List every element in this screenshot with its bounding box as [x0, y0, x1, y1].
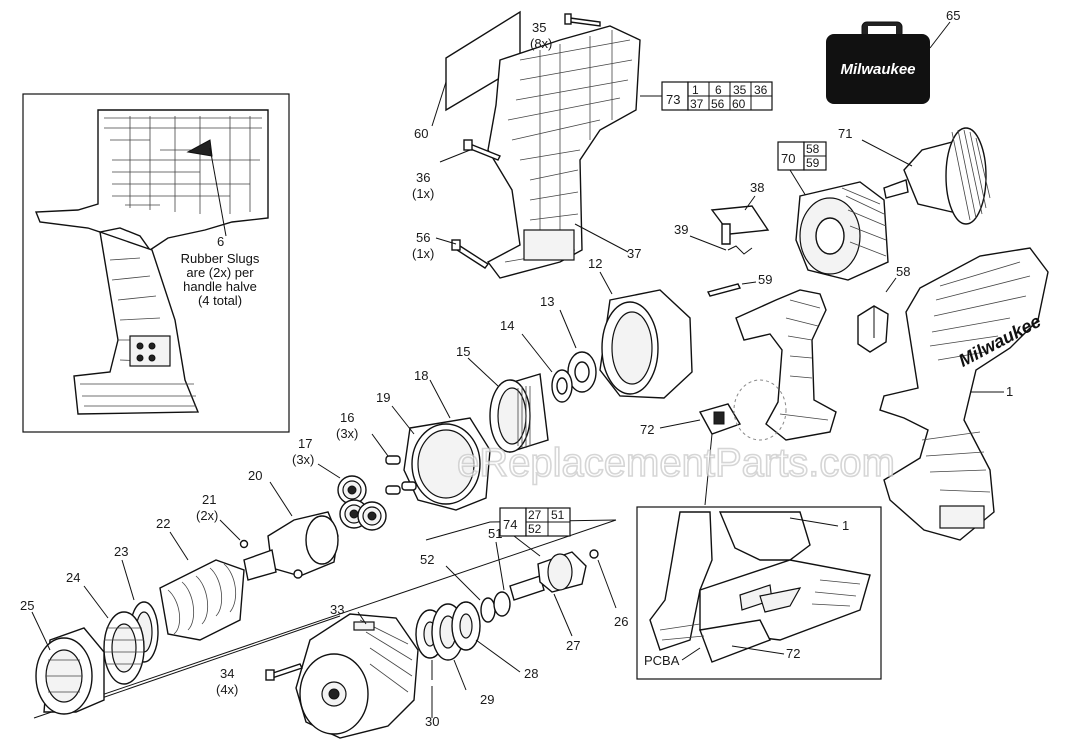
carry-case: Milwaukee 65 [826, 8, 960, 104]
rubber-slugs-note: Rubber Slugs are (2x) per handle halve (… [160, 252, 280, 308]
inset-pcba: 1 72 PCBA [636, 506, 882, 680]
note-line-3: handle halve [183, 279, 257, 294]
callout-29: 29 [480, 692, 494, 707]
callout-12: 12 [588, 256, 602, 271]
kit-73-cell-1: 1 [692, 83, 699, 97]
kit-73-cell-6: 56 [711, 97, 725, 111]
kit-box-73: 73 1 6 35 36 37 56 60 [640, 81, 773, 111]
callout-19: 19 [376, 390, 390, 405]
kit-73-cell-4: 36 [754, 83, 768, 97]
callout-15: 15 [456, 344, 470, 359]
pcba-label: PCBA [644, 653, 680, 668]
inset-callout-6: 6 [217, 234, 224, 249]
callout-17: 17 [298, 436, 312, 451]
callout-27: 27 [566, 638, 580, 653]
anvil-parts: 30 29 28 52 51 27 74 27 51 52 [415, 507, 628, 729]
housing-half: 60 37 35 (8x) 36 (1x) 56 (1x) [412, 10, 641, 279]
hammer-parts: 22 23 24 25 [20, 516, 617, 719]
callout-21: 21 [202, 492, 216, 507]
kit-73-cell-3: 35 [733, 83, 747, 97]
inset-callout-1: 1 [842, 518, 849, 533]
gearcase-parts: 12 13 14 15 18 19 [376, 256, 693, 511]
callout-52: 52 [420, 552, 434, 567]
inset-rubber-slugs: 6 [22, 93, 290, 433]
callout-36: 36 [416, 170, 430, 185]
callout-20: 20 [248, 468, 262, 483]
callout-1: 1 [1006, 384, 1013, 399]
motor-assembly: 70 58 59 71 38 39 59 [640, 126, 991, 506]
callout-24: 24 [66, 570, 80, 585]
callout-16: 16 [340, 410, 354, 425]
note-line-1: Rubber Slugs [180, 251, 260, 266]
callout-58: 58 [896, 264, 910, 279]
callout-18: 18 [414, 368, 428, 383]
callout-13: 13 [540, 294, 554, 309]
callout-37: 37 [627, 246, 641, 261]
callout-59: 59 [758, 272, 772, 287]
callout-71: 71 [838, 126, 852, 141]
kit-73-cell-5: 37 [690, 97, 704, 111]
kit-73-cell-7: 60 [732, 97, 746, 111]
note-line-4: (4 total) [197, 293, 243, 308]
callout-72: 72 [640, 422, 654, 437]
case-logo: Milwaukee [840, 61, 915, 78]
kit-70-cell-2: 59 [806, 156, 820, 170]
callout-39: 39 [674, 222, 688, 237]
note-line-2: are (2x) per [186, 265, 254, 280]
kit-74-cell-1: 27 [528, 508, 542, 522]
callout-28: 28 [524, 666, 538, 681]
callout-17-qty: (3x) [292, 452, 314, 467]
callout-16-qty: (3x) [336, 426, 358, 441]
callout-30: 30 [425, 714, 439, 729]
callout-51: 51 [488, 526, 502, 541]
callout-33: 33 [330, 602, 344, 617]
callout-38: 38 [750, 180, 764, 195]
kit-70-id: 70 [781, 151, 795, 166]
front-housing: 33 34 (4x) [216, 602, 419, 739]
callout-65: 65 [946, 8, 960, 23]
housing-half-right: Milwaukee 1 [879, 247, 1049, 541]
planetary-parts: 16 (3x) 17 (3x) 20 21 (2x) [196, 410, 417, 581]
callout-35-qty: (8x) [530, 36, 552, 51]
callout-60: 60 [414, 126, 428, 141]
callout-34-qty: (4x) [216, 682, 238, 697]
kit-73-cell-2: 6 [715, 83, 722, 97]
kit-74-cell-2: 51 [551, 508, 565, 522]
callout-56-qty: (1x) [412, 246, 434, 261]
callout-26: 26 [614, 614, 628, 629]
callout-34: 34 [220, 666, 234, 681]
callout-25: 25 [20, 598, 34, 613]
callout-22: 22 [156, 516, 170, 531]
callout-21-qty: (2x) [196, 508, 218, 523]
kit-73-id: 73 [666, 92, 680, 107]
callout-56: 56 [416, 230, 430, 245]
callout-35: 35 [532, 20, 546, 35]
callout-14: 14 [500, 318, 514, 333]
kit-74-id: 74 [503, 517, 517, 532]
inset-callout-72: 72 [786, 646, 800, 661]
kit-74-cell-3: 52 [528, 522, 542, 536]
kit-70-cell-1: 58 [806, 142, 820, 156]
callout-36-qty: (1x) [412, 186, 434, 201]
watermark: eReplacementParts.com [457, 441, 895, 485]
callout-23: 23 [114, 544, 128, 559]
